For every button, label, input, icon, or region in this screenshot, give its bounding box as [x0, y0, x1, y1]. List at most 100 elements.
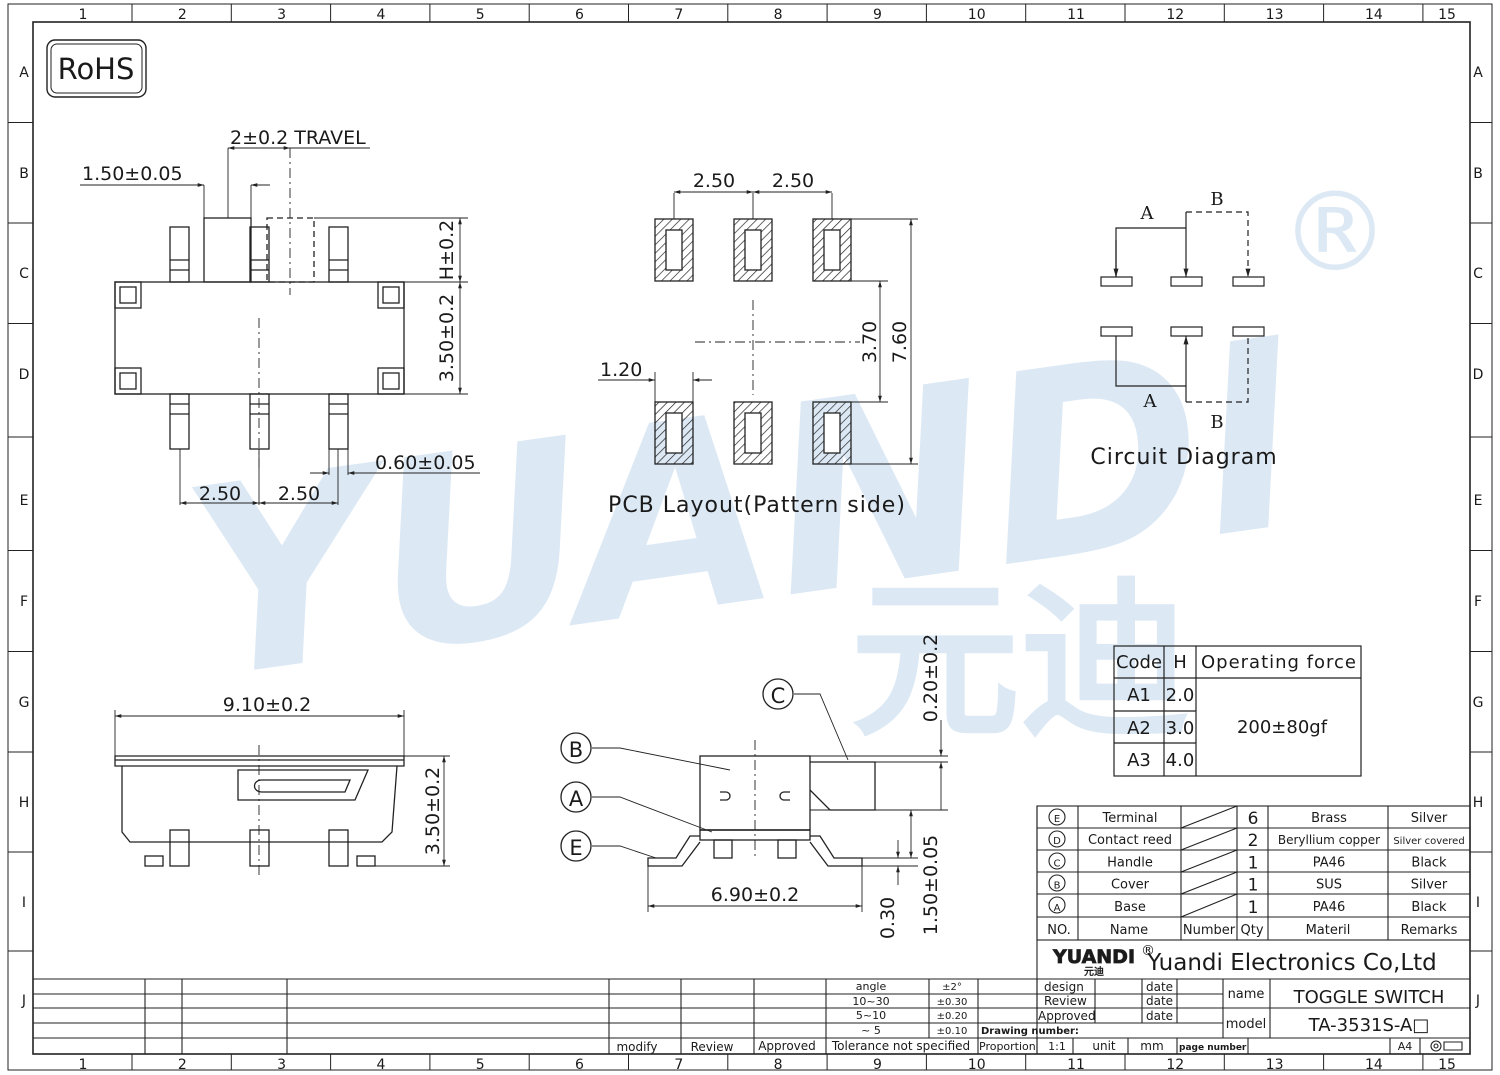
circuit-label-b-top: B — [1210, 189, 1223, 210]
bom-no-circle-letter: D — [1053, 836, 1061, 847]
row-label-right: E — [1474, 493, 1483, 509]
tb-size: A4 — [1398, 1040, 1413, 1053]
bom-qty: 1 — [1248, 898, 1259, 918]
bom-header-qty: Qty — [1240, 923, 1263, 938]
bom-header-no: NO. — [1047, 923, 1071, 938]
tolerance-value: ±0.30 — [937, 997, 968, 1008]
title-block — [33, 806, 1470, 1054]
bom-name: Base — [1114, 900, 1146, 915]
pcb-caption: PCB Layout(Pattern side) — [608, 493, 906, 518]
callout-a: A — [569, 787, 584, 811]
circuit-diagram — [1100, 211, 1265, 403]
bom-material: Brass — [1311, 811, 1347, 826]
bom-material: SUS — [1316, 878, 1342, 893]
tb-unit: unit — [1092, 1039, 1116, 1053]
column-label-top: 14 — [1365, 7, 1383, 23]
tb-approved: Approved — [1038, 1009, 1096, 1023]
row-label-right: D — [1473, 367, 1484, 383]
tolerance-rows: angle±2°10~30±0.305~10±0.20~ 5±0.10 — [852, 980, 967, 1037]
tb-approved-col: Approved — [758, 1039, 816, 1053]
force-h-a1: 2.0 — [1166, 685, 1195, 706]
column-label-top: 11 — [1067, 7, 1085, 23]
side-view — [80, 146, 480, 505]
column-label-bottom: 2 — [178, 1057, 187, 1073]
pcb-inner-gap: 3.70 — [859, 321, 881, 363]
column-label-top: 8 — [774, 7, 783, 23]
tb-drawing-number: Drawing number: — [981, 1026, 1079, 1037]
tb-date-2: date — [1146, 994, 1173, 1008]
dim-pitch-right: 2.50 — [278, 483, 320, 505]
dim-pin-width: 0.60±0.05 — [375, 452, 476, 474]
column-label-bottom: 10 — [968, 1057, 986, 1073]
front-view — [114, 710, 450, 875]
row-label-right: G — [1473, 695, 1484, 711]
tb-scale: 1:1 — [1048, 1040, 1066, 1053]
column-label-top: 6 — [575, 7, 584, 23]
tb-name-label: name — [1228, 987, 1265, 1002]
pcb-pitch-right: 2.50 — [772, 170, 814, 192]
row-label-right: B — [1473, 166, 1483, 182]
section-span: 6.90±0.2 — [711, 884, 799, 906]
column-label-bottom: 11 — [1067, 1057, 1085, 1073]
column-label-bottom: 13 — [1266, 1057, 1284, 1073]
tb-name-value: TOGGLE SWITCH — [1293, 987, 1445, 1008]
pcb-overall: 7.60 — [889, 321, 911, 363]
tb-date-3: date — [1146, 1009, 1173, 1023]
tolerance-range: 10~30 — [852, 995, 889, 1008]
row-label-left: E — [20, 493, 29, 509]
bom-remarks: Silver covered — [1393, 836, 1464, 847]
column-label-top: 9 — [873, 7, 882, 23]
logo-registered: ® — [1141, 943, 1155, 959]
force-table — [1113, 645, 1362, 777]
tb-tolerance-caption: Tolerance not specified — [831, 1039, 970, 1053]
frame — [7, 3, 1493, 1071]
dim-pitch-left: 2.50 — [199, 483, 241, 505]
row-label-left: A — [19, 65, 29, 81]
company-logo-cjk: 元迪 — [1084, 965, 1104, 978]
tb-design: design — [1044, 980, 1084, 994]
row-label-left: C — [19, 266, 29, 282]
bom-header-material: Materil — [1306, 923, 1351, 938]
column-label-bottom: 7 — [674, 1057, 683, 1073]
bom-name: Handle — [1107, 855, 1153, 870]
company-name: Yuandi Electronics Co,Ltd — [1146, 950, 1437, 976]
watermark: YUANDI 元迪 ® — [169, 168, 1390, 761]
column-label-bottom: 6 — [575, 1057, 584, 1073]
bom-material: Beryllium copper — [1278, 833, 1380, 847]
row-label-right: I — [1476, 895, 1480, 911]
circuit-label-b-bottom: B — [1210, 412, 1223, 433]
tb-mm: mm — [1140, 1039, 1163, 1053]
column-label-top: 7 — [674, 7, 683, 23]
tolerance-range: ~ 5 — [861, 1024, 881, 1037]
column-markers: 1122334455667788991010111112121313141415… — [79, 4, 1456, 1073]
tb-review: Review — [1044, 994, 1087, 1008]
pcb-layout — [598, 190, 918, 465]
bom-no-circle-letter: E — [1054, 814, 1060, 825]
row-label-right: F — [1474, 594, 1482, 610]
tolerance-value: ±2° — [942, 982, 962, 993]
circuit-caption: Circuit Diagram — [1090, 445, 1277, 470]
force-header-code: Code — [1116, 652, 1162, 673]
column-label-bottom: 14 — [1365, 1057, 1383, 1073]
section-body-height: 1.50±0.05 — [920, 835, 942, 936]
bom-material: PA46 — [1313, 900, 1345, 915]
tb-model-value: TA-3531S-A□ — [1308, 1015, 1430, 1036]
column-label-top: 15 — [1438, 7, 1456, 23]
row-label-left: J — [21, 993, 26, 1009]
tb-date-1: date — [1146, 980, 1173, 994]
pcb-pitch-left: 2.50 — [693, 170, 735, 192]
column-label-top: 1 — [79, 7, 88, 23]
row-label-left: H — [19, 795, 30, 811]
tolerance-value: ±0.20 — [937, 1011, 968, 1022]
pcb-pad-width: 1.20 — [600, 359, 642, 381]
tb-proportion: Proportion — [979, 1040, 1036, 1053]
force-value: 200±80gf — [1237, 717, 1328, 738]
dim-travel: 2±0.2 TRAVEL — [230, 127, 366, 149]
column-label-top: 13 — [1266, 7, 1284, 23]
column-label-bottom: 9 — [873, 1057, 882, 1073]
callout-c: C — [771, 684, 786, 708]
bom-name: Contact reed — [1088, 833, 1172, 848]
row-label-right: H — [1473, 795, 1484, 811]
